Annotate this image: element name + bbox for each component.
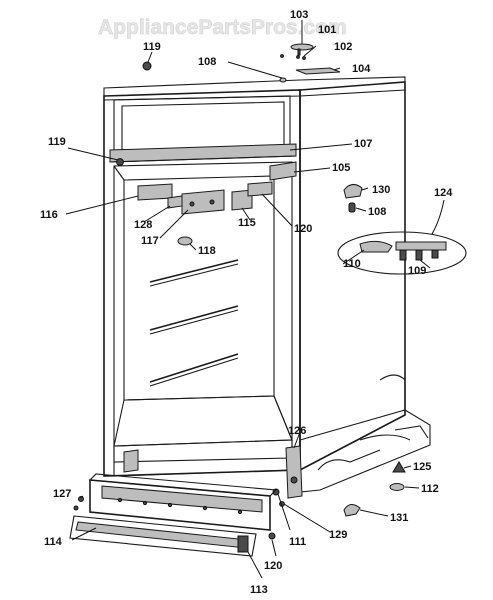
callout-124: 124 [434, 187, 453, 199]
callout-120-inner: 120 [294, 223, 312, 235]
callout-107: 107 [354, 138, 372, 150]
callout-103: 103 [290, 9, 308, 21]
side-parts [337, 184, 467, 275]
part-117-screw-b [209, 199, 215, 205]
callout-112: 112 [421, 483, 439, 495]
callout-119-left: 119 [48, 136, 66, 148]
part-130-clip [343, 184, 363, 199]
part-104-bracket [295, 67, 341, 75]
part-117-hinge [181, 189, 225, 215]
part-119-screw-left [116, 158, 124, 166]
part-110-bracket [359, 240, 393, 253]
part-108-screw [279, 77, 287, 83]
part-103-stem [297, 48, 301, 56]
callout-115: 115 [238, 217, 256, 229]
callout-108-top: 108 [198, 56, 216, 68]
callout-119-top: 119 [143, 41, 161, 53]
part-127-screw-b [73, 505, 79, 511]
part-109-terminal-a [399, 249, 407, 261]
part-101-screw [280, 54, 284, 58]
part-115-bracket [231, 189, 253, 211]
part-109-housing [395, 241, 447, 251]
part-103-knob [290, 43, 314, 51]
callout-128-inner: 128 [134, 219, 152, 231]
top-parts [116, 43, 341, 166]
callout-101: 101 [318, 24, 336, 36]
part-105-hinge [269, 161, 297, 181]
cabinet [103, 76, 431, 493]
part-116-bracket [137, 183, 173, 201]
callout-127: 127 [53, 488, 71, 500]
callout-126: 126 [288, 425, 306, 437]
part-124-assembly-outline [337, 231, 467, 275]
part-131-foot [343, 504, 361, 517]
part-112-clip [389, 483, 405, 491]
callout-108-side: 108 [368, 206, 386, 218]
kickplate [69, 473, 278, 557]
callout-113: 113 [250, 584, 268, 596]
part-lower-left-bracket [123, 449, 139, 473]
part-101-screw-b [296, 55, 300, 59]
callout-118: 118 [198, 245, 216, 257]
callout-131: 131 [390, 512, 408, 524]
callout-114: 114 [44, 536, 63, 548]
part-101-screw-c [302, 56, 306, 60]
watermark-text: AppliancePartsPros.com [98, 16, 347, 39]
part-120-strike [247, 181, 273, 197]
callout-102: 102 [334, 41, 352, 53]
callout-116: 116 [40, 209, 58, 221]
callout-129: 129 [329, 529, 347, 541]
part-118-button [177, 236, 193, 246]
part-126-hinge [285, 445, 303, 499]
bottom-parts [73, 445, 406, 540]
part-119-screw-top [142, 61, 152, 71]
callout-110: 110 [343, 258, 361, 270]
part-125-screw [392, 461, 406, 473]
callout-105: 105 [332, 162, 350, 174]
part-111-pin [272, 488, 280, 496]
inner-parts [137, 161, 297, 246]
callout-111: 111 [289, 536, 306, 548]
part-127-screw [78, 496, 84, 502]
part-109-terminal-b [415, 249, 423, 261]
part-126-pin [290, 476, 298, 484]
callout-labels: 103 101 102 104 108 119 119 107 105 130 … [40, 9, 453, 596]
callout-120-bottom: 120 [264, 560, 282, 572]
part-109-terminal-c [431, 249, 439, 259]
leader-lines [65, 20, 445, 579]
callout-109: 109 [408, 265, 426, 277]
part-117-screw-a [189, 201, 195, 207]
callout-130: 130 [372, 184, 390, 196]
callout-125: 125 [413, 461, 431, 473]
part-108-screw-side [348, 202, 356, 213]
callout-117: 117 [141, 235, 159, 247]
part-120-hinge-pin [268, 532, 276, 540]
callout-104: 104 [352, 63, 371, 75]
